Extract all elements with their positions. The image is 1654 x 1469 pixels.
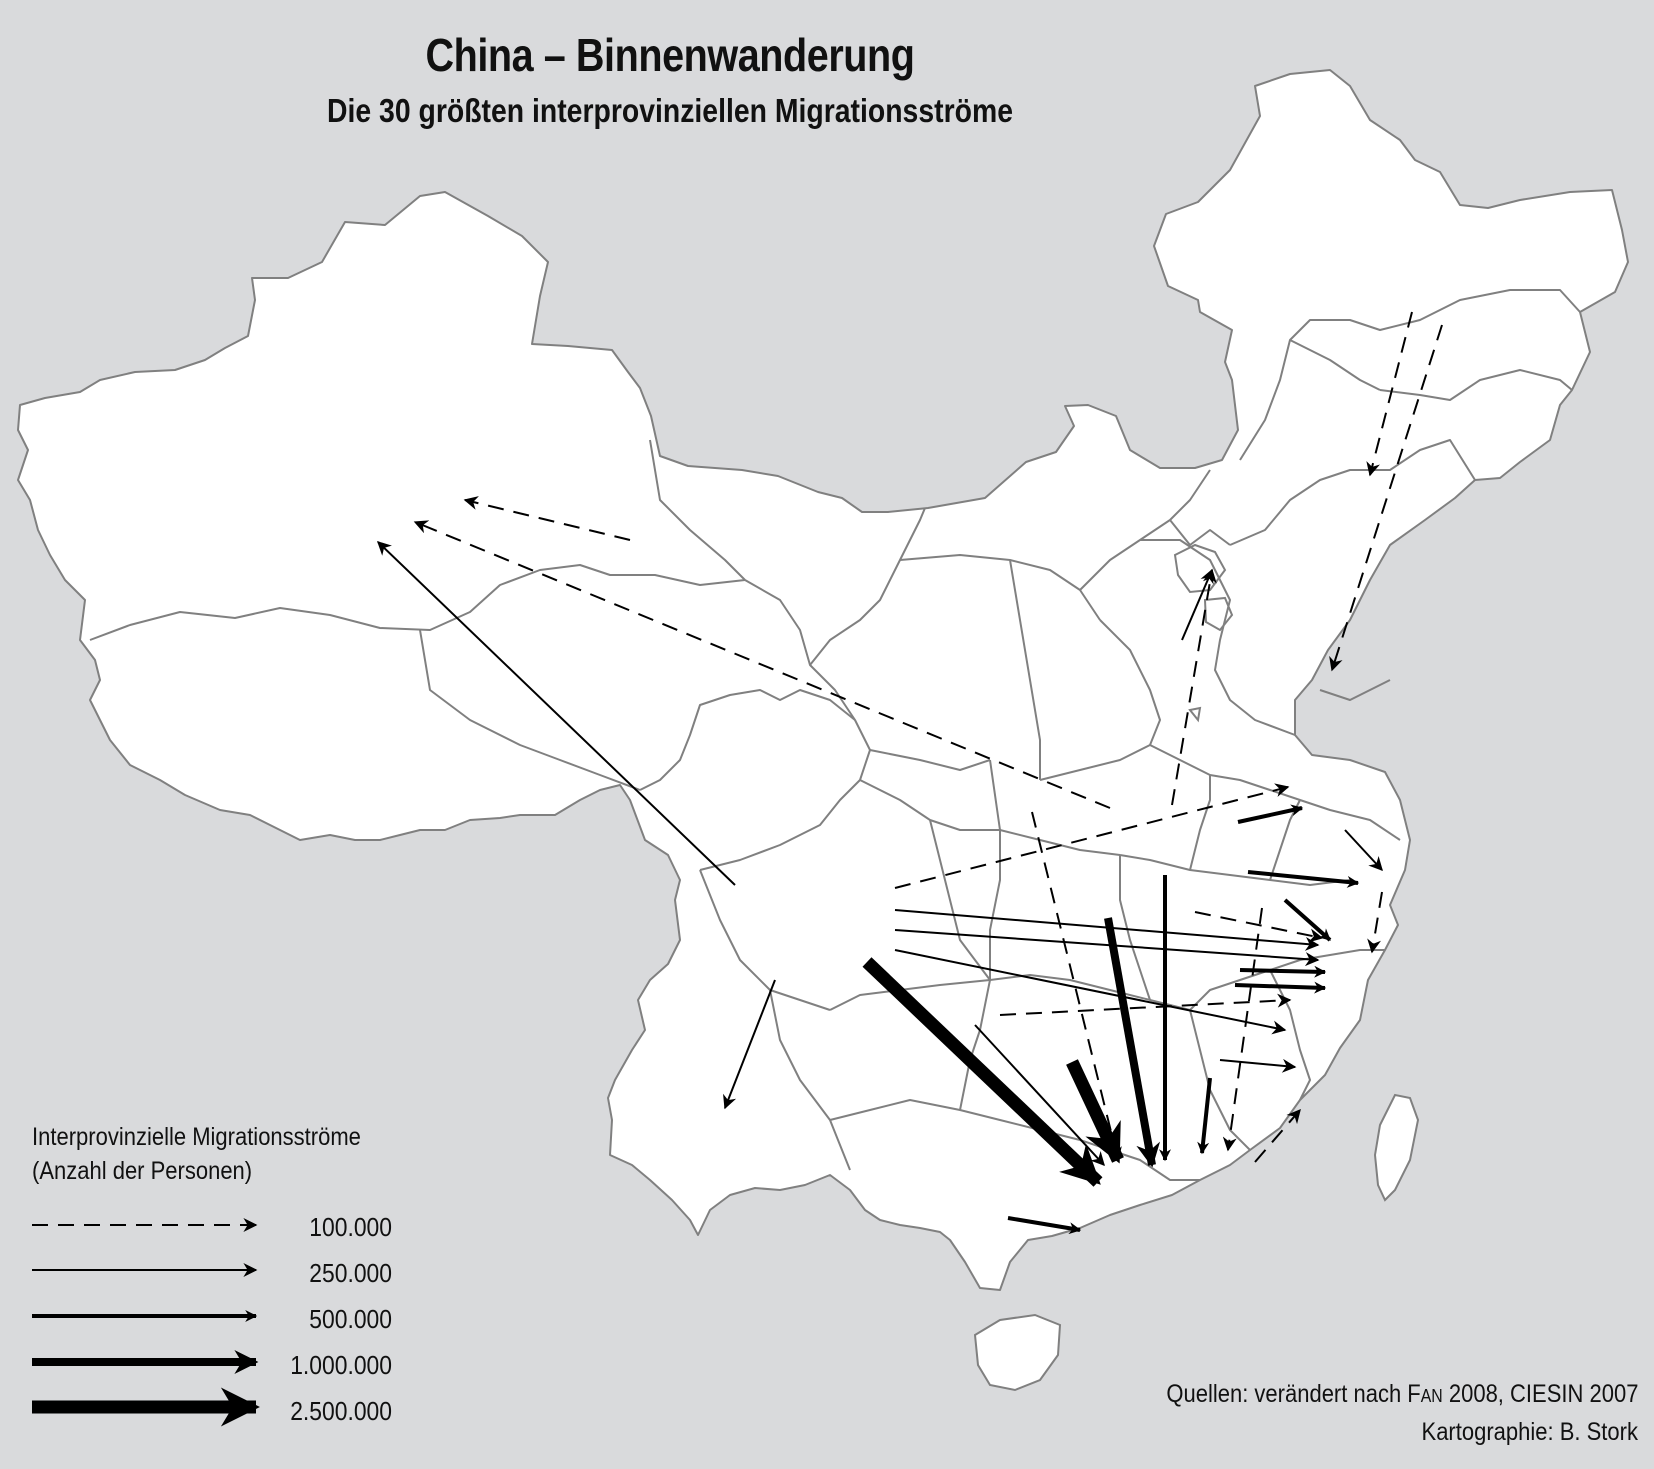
- flow-arrow-5: [1329, 324, 1443, 672]
- migration-flows: [376, 311, 1443, 1235]
- flow-arrow-24: [1104, 917, 1161, 1168]
- flow-arrow-30: [862, 957, 1103, 1187]
- legend-value-2500000: 2.500.000: [290, 1396, 392, 1426]
- flow-arrow-3: [376, 541, 736, 886]
- flow-arrow-25: [1031, 811, 1122, 1162]
- flow-arrow-19: [1234, 981, 1327, 994]
- source-credit: Quellen: verändert nach Fan 2008, CIESIN…: [1166, 1380, 1638, 1409]
- flow-arrow-7: [1171, 568, 1217, 806]
- legend-value-250000: 250.000: [309, 1258, 392, 1288]
- cartography-credit: Kartographie: B. Stork: [1421, 1418, 1638, 1446]
- legend-title-line1: Interprovinzielle Migrationsströme: [32, 1123, 361, 1151]
- flow-arrow-2: [413, 520, 1111, 809]
- legend-value-100000: 100.000: [309, 1212, 392, 1242]
- flow-arrow-15: [894, 929, 1320, 967]
- source-author: Fan: [1406, 1380, 1443, 1408]
- flow-arrow-9: [1237, 804, 1304, 824]
- beijing-tianjin-outlines: [1173, 543, 1234, 723]
- flow-arrow-29: [1066, 1059, 1124, 1164]
- map-subtitle: Die 30 größten interprovinziellen Migrat…: [327, 92, 1013, 129]
- flow-arrow-31: [1007, 1216, 1082, 1235]
- legend-value-500000: 500.000: [309, 1304, 392, 1334]
- flow-arrow-28: [974, 1024, 1105, 1167]
- flow-arrow-22: [1254, 1108, 1301, 1163]
- flow-arrow-16: [894, 949, 1287, 1035]
- legend-title: Interprovinzielle Migrationsströme (Anza…: [32, 1120, 361, 1188]
- flow-arrow-32: [723, 979, 776, 1110]
- taiwan-island: [1373, 1093, 1420, 1202]
- legend-title-line2: (Anzahl der Personen): [32, 1157, 253, 1185]
- flow-arrow-12: [1367, 891, 1383, 954]
- flow-arrow-10: [1247, 870, 1360, 888]
- flow-arrow-8: [894, 783, 1290, 889]
- flow-arrow-1: [463, 496, 631, 541]
- flow-arrow-26: [1197, 1077, 1212, 1155]
- legend-arrows: [32, 1218, 260, 1427]
- flow-arrow-11: [1344, 829, 1383, 872]
- flow-arrow-21: [1219, 1058, 1297, 1073]
- hainan-island: [973, 1313, 1062, 1392]
- map-title: China – Binnenwanderung: [425, 29, 915, 81]
- source-suffix: 2008, CIESIN 2007: [1442, 1380, 1638, 1408]
- flow-arrow-4: [1366, 311, 1413, 477]
- china-mainland-outline: [17, 69, 1629, 1291]
- legend-value-1000000: 1.000.000: [290, 1350, 392, 1380]
- flow-arrow-20: [999, 993, 1292, 1016]
- flow-arrow-27: [1222, 907, 1263, 1152]
- source-prefix: Quellen: verändert nach: [1165, 1380, 1407, 1408]
- flow-arrow-17: [1194, 911, 1324, 943]
